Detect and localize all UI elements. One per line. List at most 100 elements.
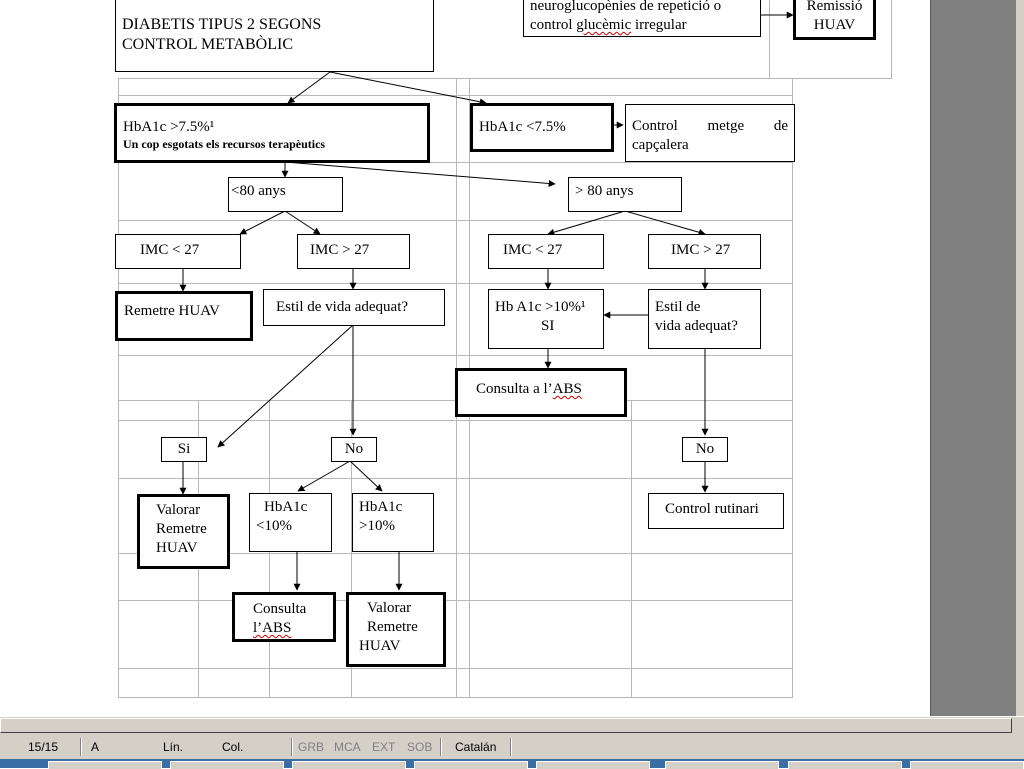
status-separator bbox=[80, 738, 82, 756]
valorar-remetre-bottom-box: Valorar Remetre HUAV bbox=[346, 592, 446, 667]
status-separator bbox=[440, 738, 442, 756]
neuro-line-2-pre: control bbox=[530, 17, 577, 33]
status-sob[interactable]: SOB bbox=[407, 740, 433, 754]
table-gridline bbox=[792, 78, 793, 698]
hb-a1c-gt10-si-box: Hb A1c >10%¹ SI bbox=[488, 289, 604, 349]
consulta-abs-right-pre: Consulta a l’ bbox=[476, 381, 553, 397]
valorar-remetre-left-box: Valorar Remetre HUAV bbox=[137, 494, 230, 569]
imc-gt27-right-label: IMC > 27 bbox=[671, 242, 731, 258]
hba1c-gt10-line-2: >10% bbox=[359, 518, 395, 534]
remissio-line-1: Remissió bbox=[806, 0, 863, 14]
valorar-bottom-line-2: Remetre bbox=[367, 619, 418, 635]
consulta-abs-right-box: Consulta a l’ABS bbox=[455, 368, 627, 417]
hba1c-lt75-box: HbA1c <7.5% bbox=[470, 103, 614, 152]
horizontal-scrollbar[interactable] bbox=[0, 716, 1024, 735]
hba1c-gt75-box: HbA1c >7.5%¹ Un cop esgotats els recurso… bbox=[114, 103, 430, 163]
table-gridline bbox=[118, 78, 119, 698]
estil-vida-right-line-1: Estil de bbox=[655, 299, 701, 315]
vertical-scrollbar[interactable] bbox=[1016, 0, 1024, 716]
valorar-bottom-line-1: Valorar bbox=[367, 600, 412, 616]
estil-vida-left-box: Estil de vida adequat? bbox=[263, 289, 445, 326]
status-mca[interactable]: MCA bbox=[334, 740, 361, 754]
status-page: 15/15 bbox=[28, 740, 59, 754]
hba1c-lt10-line-2: <10% bbox=[256, 518, 292, 534]
valorar-left-line-2: Remetre bbox=[156, 521, 207, 537]
status-col: Col. bbox=[222, 740, 244, 754]
table-gridline bbox=[118, 553, 792, 554]
table-gridline bbox=[118, 95, 792, 96]
horizontal-scrollbar-thumb[interactable] bbox=[0, 718, 1012, 733]
status-at: A bbox=[91, 740, 100, 754]
estil-vida-left-label: Estil de vida adequat? bbox=[276, 299, 409, 315]
estil-vida-right-line-2: vida adequat? bbox=[655, 318, 738, 334]
status-separator bbox=[510, 738, 512, 756]
hba1c-lt10-box: HbA1c <10% bbox=[249, 493, 332, 552]
hba1c-gt75-label: HbA1c >7.5%¹ bbox=[123, 119, 215, 135]
imc-lt27-left-label: IMC < 27 bbox=[140, 242, 200, 258]
table-gridline bbox=[118, 697, 792, 698]
hba1c-gt10-box: HbA1c >10% bbox=[352, 493, 434, 552]
status-separator bbox=[291, 738, 293, 756]
imc-gt27-right-box: IMC > 27 bbox=[648, 234, 761, 269]
estil-vida-right-box: Estil de vida adequat? bbox=[648, 289, 761, 349]
taskbar-button[interactable] bbox=[48, 761, 162, 769]
no-right-label: No bbox=[695, 441, 715, 457]
taskbar-button[interactable] bbox=[536, 761, 650, 769]
valorar-left-line-1: Valorar bbox=[156, 502, 201, 518]
consulta-abs-bottom-line-1: Consulta bbox=[253, 601, 307, 617]
remetre-huav-box: Remetre HUAV bbox=[115, 291, 253, 341]
si-right-label: SI bbox=[541, 318, 555, 334]
status-language[interactable]: Catalán bbox=[455, 740, 497, 754]
table-gridline bbox=[118, 162, 792, 163]
hba1c-lt75-label: HbA1c <7.5% bbox=[479, 119, 566, 135]
table-gridline bbox=[891, 0, 892, 78]
title-line-1: DIABETIS TIPUS 2 SEGONS bbox=[122, 16, 322, 33]
lt80-label: <80 anys bbox=[231, 183, 286, 199]
consulta-abs-bottom-box: Consulta l’ABS bbox=[232, 592, 336, 642]
taskbar-button[interactable] bbox=[414, 761, 528, 769]
imc-lt27-right-box: IMC < 27 bbox=[488, 234, 604, 269]
neuro-line-2-squig: glucèmic bbox=[576, 17, 632, 33]
table-gridline bbox=[769, 0, 770, 78]
taskbar bbox=[0, 759, 1024, 769]
taskbar-button[interactable] bbox=[170, 761, 284, 769]
table-gridline bbox=[118, 78, 892, 79]
table-gridline bbox=[118, 600, 792, 601]
table-gridline bbox=[118, 668, 792, 669]
flowchart-connectors bbox=[179, 11, 794, 591]
document-page[interactable]: DIABETIS TIPUS 2 SEGONS CONTROL METABÒLI… bbox=[0, 0, 930, 716]
si-box: Si bbox=[161, 437, 207, 462]
control-rutinari-label: Control rutinari bbox=[665, 501, 759, 517]
title-line-2: CONTROL METABÒLIC bbox=[122, 36, 294, 53]
remissio-line-2: HUAV bbox=[813, 17, 856, 33]
neuroglucopenia-box: neuroglucopènies de repetició o control … bbox=[523, 0, 761, 37]
no-left-label: No bbox=[344, 441, 364, 457]
imc-lt27-left-box: IMC < 27 bbox=[115, 234, 241, 269]
control-metge-box: Control metge de capçalera bbox=[625, 104, 795, 162]
valorar-bottom-line-3: HUAV bbox=[359, 638, 401, 654]
taskbar-button[interactable] bbox=[665, 761, 779, 769]
document-background bbox=[930, 0, 1017, 716]
remetre-huav-label: Remetre HUAV bbox=[124, 303, 220, 319]
taskbar-button[interactable] bbox=[292, 761, 406, 769]
taskbar-button[interactable] bbox=[788, 761, 902, 769]
neuro-line-1: neuroglucopènies de repetició o bbox=[530, 0, 722, 14]
table-gridline bbox=[351, 400, 352, 698]
imc-gt27-left-box: IMC > 27 bbox=[297, 234, 410, 269]
si-label: Si bbox=[177, 441, 191, 457]
consulta-abs-bottom-line-2: l’ABS bbox=[253, 620, 292, 636]
control-metge-line-2: capçalera bbox=[632, 137, 689, 153]
imc-gt27-left-label: IMC > 27 bbox=[310, 242, 370, 258]
hb-a1c-gt10-label: Hb A1c >10%¹ bbox=[495, 299, 586, 315]
imc-lt27-right-label: IMC < 27 bbox=[503, 242, 563, 258]
hba1c-lt10-line-1: HbA1c bbox=[264, 499, 308, 515]
status-grb[interactable]: GRB bbox=[298, 740, 325, 754]
gt80-box: > 80 anys bbox=[568, 177, 682, 212]
status-ext[interactable]: EXT bbox=[372, 740, 396, 754]
recursos-label: Un cop esgotats els recursos terapèutics bbox=[123, 137, 326, 151]
no-right-box: No bbox=[682, 437, 728, 462]
control-rutinari-box: Control rutinari bbox=[648, 493, 784, 529]
status-bar: 15/15 A Lín. Col. GRB MCA EXT SOB Catalá… bbox=[0, 735, 1024, 759]
table-gridline bbox=[118, 420, 792, 421]
table-gridline bbox=[118, 220, 792, 221]
